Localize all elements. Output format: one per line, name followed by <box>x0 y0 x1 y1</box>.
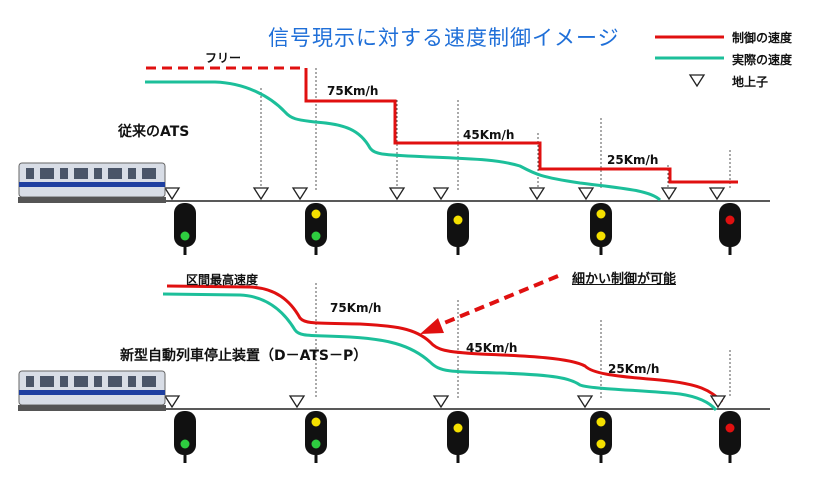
train-icon <box>18 370 166 411</box>
transponder-icon <box>660 187 678 201</box>
top-speed-label-25: 25Km/h <box>607 153 659 167</box>
signal-lamp <box>725 215 735 225</box>
signal-lamp <box>725 423 735 433</box>
signal-red <box>719 411 741 463</box>
transponder-icon <box>528 187 546 201</box>
callout-arrowhead <box>420 318 444 334</box>
signal-lamp <box>311 417 321 427</box>
bottom-actual-speed-line <box>162 292 718 412</box>
bottom-transponders <box>163 395 727 409</box>
signal-yellow <box>447 411 469 463</box>
signals <box>174 203 741 463</box>
legend-actual-speed: 実際の速度 <box>732 53 793 67</box>
train-icon <box>18 162 166 203</box>
signal-red <box>719 203 741 255</box>
signal-lamp <box>596 231 606 241</box>
bottom-control-speed-line <box>166 284 724 404</box>
top-section-label: 従来のATS <box>118 124 190 140</box>
signal-lamp <box>311 439 321 449</box>
legend-transponder: 地上子 <box>732 75 769 89</box>
top-transponders <box>163 187 726 201</box>
signal-lamp <box>453 215 463 225</box>
transponder-icon <box>388 187 406 201</box>
callout-label: 細かい制御が可能 <box>572 272 677 287</box>
signal-lamp <box>311 231 321 241</box>
top-speed-label-75: 75Km/h <box>327 84 379 98</box>
transponder-icon <box>708 187 726 201</box>
page-title: 信号現示に対する速度制御イメージ <box>268 26 620 50</box>
signal-yellow-green <box>305 411 327 463</box>
legend-transponder-icon <box>688 74 706 88</box>
legend-control-speed: 制御の速度 <box>732 31 793 45</box>
top-control-speed-line <box>304 68 738 184</box>
bottom-guides <box>315 283 731 398</box>
signal-green <box>174 203 196 255</box>
transponder-icon <box>252 187 270 201</box>
transponder-icon <box>291 187 309 201</box>
signal-lamp <box>311 209 321 219</box>
bottom-speed-label-25: 25Km/h <box>608 362 660 376</box>
transponder-icon <box>163 395 181 409</box>
signal-lamp <box>453 423 463 433</box>
bottom-speed-label-45: 45Km/h <box>466 341 518 355</box>
transponder-icon <box>288 395 306 409</box>
bottom-speed-label-75: 75Km/h <box>330 301 382 315</box>
signal-lamp <box>180 439 190 449</box>
signal-yellow <box>447 203 469 255</box>
bottom-section-label: 新型自動列車停止装置（D－ATS－P） <box>120 348 368 364</box>
transponder-icon <box>432 395 450 409</box>
top-speed-label-45: 45Km/h <box>463 128 515 142</box>
free-label: フリー <box>205 51 242 65</box>
signal-yellow-yellow <box>590 203 612 255</box>
signal-yellow-green <box>305 203 327 255</box>
transponder-icon <box>432 187 450 201</box>
signal-lamp <box>596 417 606 427</box>
transponder-icon <box>577 187 595 201</box>
signal-yellow-yellow <box>590 411 612 463</box>
max-speed-label: 区間最高速度 <box>186 273 259 287</box>
signal-lamp <box>596 209 606 219</box>
signal-lamp <box>180 231 190 241</box>
transponder-icon <box>709 395 727 409</box>
signal-green <box>174 411 196 463</box>
callout-arrow <box>431 274 559 330</box>
transponder-icon <box>163 187 181 201</box>
signal-lamp <box>596 439 606 449</box>
transponder-icon <box>576 395 594 409</box>
top-actual-speed-line <box>145 80 662 202</box>
